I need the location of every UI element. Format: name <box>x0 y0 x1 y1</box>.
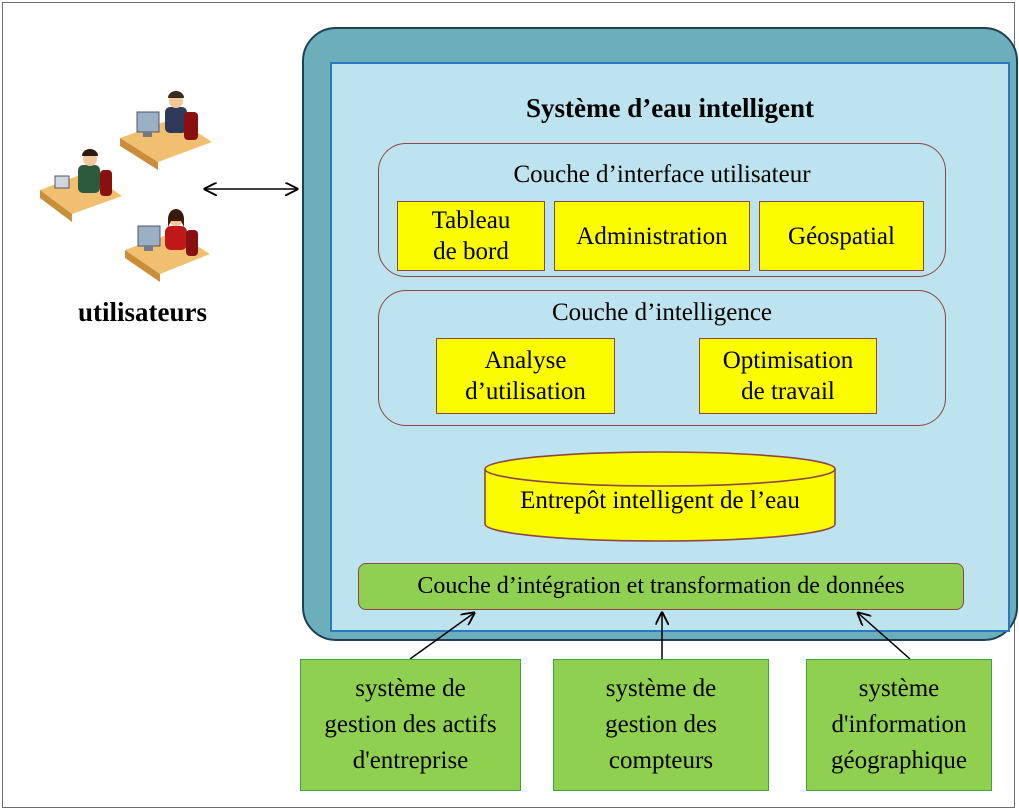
user-desk-icon <box>40 149 122 222</box>
geospatial-module: Géospatial <box>759 201 924 271</box>
source-asset-line1: système de <box>355 675 466 702</box>
ui-layer-title: Couche d’interface utilisateur <box>513 161 811 188</box>
work-optimisation-module: Optimisation de travail <box>699 338 877 414</box>
administration-label: Administration <box>576 222 728 250</box>
source-meter-line1: système de <box>605 675 717 702</box>
source-asset-arrow <box>409 613 474 660</box>
usage-analysis-line2: d’utilisation <box>465 378 586 405</box>
system-title: Système d’eau intelligent <box>526 92 814 123</box>
ui-layer-panel <box>378 143 946 277</box>
warehouse-label: Entrepôt intelligent de l’eau <box>520 487 800 514</box>
intelligence-layer-panel <box>378 290 946 426</box>
work-optimisation-line1: Optimisation <box>722 347 854 374</box>
integration-layer-label: Couche d’intégration et transformation d… <box>417 573 905 599</box>
usage-analysis-line1: Analyse <box>484 347 567 374</box>
dashboard-module: Tableau de bord <box>397 201 545 271</box>
user-desk-icon <box>125 209 210 282</box>
source-gis-arrow <box>858 613 911 660</box>
users-label: utilisateurs <box>77 296 207 327</box>
source-meter-line3: compteurs <box>608 747 714 774</box>
source-asset-line3: d'entreprise <box>352 747 469 774</box>
source-asset-management-box: système de gestion des actifs d'entrepri… <box>300 659 521 791</box>
source-gis-box: système d'information géographique <box>806 659 992 791</box>
source-meter-management-box: système de gestion des compteurs <box>553 659 769 791</box>
warehouse-database-icon <box>484 451 836 542</box>
work-optimisation-line2: de travail <box>741 378 835 405</box>
source-gis-line2: d'information <box>831 711 967 738</box>
dashboard-line2: de bord <box>433 238 509 265</box>
geospatial-label: Géospatial <box>788 222 895 250</box>
source-asset-line2: gestion des actifs <box>324 711 497 738</box>
source-gis-line1: système <box>858 675 940 702</box>
source-meter-line2: gestion des <box>605 711 717 738</box>
administration-module: Administration <box>554 201 750 271</box>
integration-layer-bar: Couche d’intégration et transformation d… <box>358 563 964 610</box>
dashboard-line1: Tableau <box>431 207 511 234</box>
user-desk-icon <box>120 91 212 170</box>
source-gis-line3: géographique <box>830 747 968 774</box>
usage-analysis-module: Analyse d’utilisation <box>436 338 615 414</box>
intelligence-layer-title: Couche d’intelligence <box>551 299 773 326</box>
